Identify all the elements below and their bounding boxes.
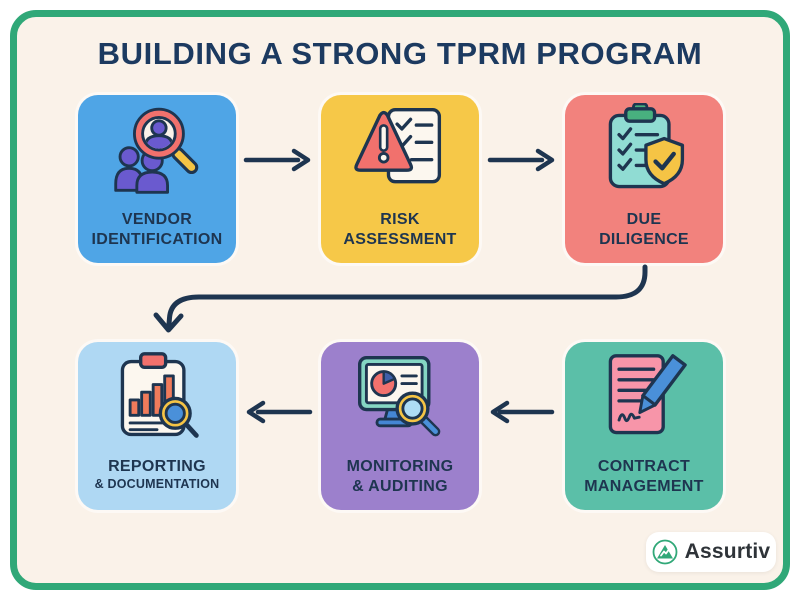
step-label-vendor-identification: VENDOR IDENTIFICATION <box>91 211 223 248</box>
step-card-risk-assessment: RISK ASSESSMENT <box>321 95 479 263</box>
document-pen-icon <box>595 349 693 447</box>
assurtiv-triangle-icon <box>652 539 678 565</box>
assurtiv-logo-text: Assurtiv <box>684 540 771 563</box>
step-card-vendor-identification: VENDOR IDENTIFICATION <box>78 95 236 263</box>
step-card-contract-management: CONTRACT MANAGEMENT <box>565 342 723 510</box>
assurtiv-logo: Assurtiv <box>646 532 776 572</box>
step-card-reporting-documentation: REPORTING & DOCUMENTATION <box>78 342 236 510</box>
warning-checklist-icon <box>351 102 449 200</box>
step-label-contract-management: CONTRACT MANAGEMENT <box>584 458 704 495</box>
page-title: BUILDING A STRONG TPRM PROGRAM <box>97 36 703 71</box>
chart-magnifier-icon <box>108 349 206 447</box>
step-label-due-diligence: DUE DILIGENCE <box>599 211 689 248</box>
step-card-monitoring-auditing: MONITORING & AUDITING <box>321 342 479 510</box>
monitor-magnifier-icon <box>351 349 449 447</box>
step-card-due-diligence: DUE DILIGENCE <box>565 95 723 263</box>
step-label-monitoring-auditing: MONITORING & AUDITING <box>346 458 454 495</box>
step-label-risk-assessment: RISK ASSESSMENT <box>343 211 457 248</box>
step-label-reporting-documentation: REPORTING & DOCUMENTATION <box>94 458 220 491</box>
people-magnifier-icon <box>108 102 206 200</box>
clipboard-shield-icon <box>595 102 693 200</box>
